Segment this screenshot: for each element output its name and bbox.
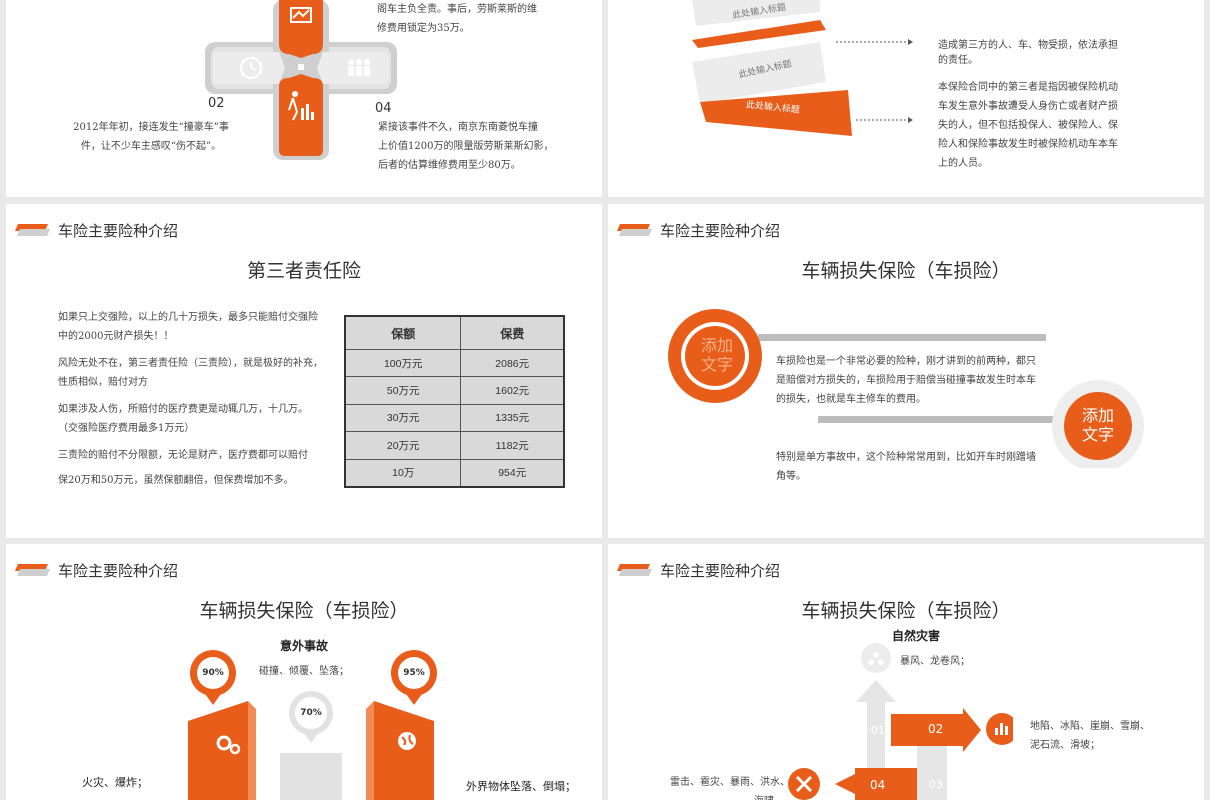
accident-label: 意外事故 (279, 639, 328, 653)
case-04-text: 紧接该事件不久，南京东南菱悦车撞 上价值1200万的限量版劳斯莱斯幻影， 后者的… (378, 122, 554, 171)
slide-vehicle-damage-1[interactable]: 车险主要险种介绍 车辆损失保险（车损险） 添加文字 添加文字 车损险也是一个非常… (608, 204, 1204, 538)
geological-text: 地陷、冰陷、崖崩、雪崩、 泥石流、滑坡； (1030, 721, 1150, 751)
cell-premium: 1602元 (460, 376, 565, 405)
cell-coverage: 50万元 (344, 376, 462, 405)
pin-blocks-diagram (188, 650, 437, 800)
arrow-label-04: 04 (870, 778, 886, 792)
pin-value-center: 70% (300, 708, 322, 718)
arrow-label-01: 01 (871, 724, 885, 737)
cell-coverage: 20万元 (344, 431, 462, 460)
circle-label-right: 添加文字 (1081, 406, 1114, 444)
section-header: 车险主要险种介绍 (58, 222, 179, 240)
definition-note-2: 本保险合同中的第三者是指因被保险机动 车发生意外事故遭受人身伤亡或者财产损 失的… (938, 82, 1118, 169)
cell-coverage: 10万 (344, 458, 462, 488)
header-logo-icon (617, 224, 652, 236)
cell-premium: 954元 (460, 458, 565, 488)
weather-text: 雷击、雹灾、暴雨、洪水、 海啸 (670, 777, 790, 800)
dotted-connectors (836, 39, 913, 123)
slide-title: 车辆损失保险（车损险） (199, 600, 409, 622)
column-header-premium: 保费 (460, 315, 565, 350)
damage-text-1: 车损险也是一个非常必要的险种，刚才讲到的前两种，都只 是赔偿对方损失的，车损险用… (776, 356, 1036, 405)
pin-value-left: 90% (202, 668, 224, 678)
cell-premium: 2086元 (460, 348, 565, 378)
cell-coverage: 100万元 (344, 348, 462, 378)
slide-title: 车辆损失保险（车损险） (801, 600, 1011, 622)
slide-third-party-definition[interactable]: 此处输入标题 此处输入标题 此处输入标题 造成第三方的人、车、物受损，依法承担 … (608, 0, 1204, 197)
cell-premium: 1182元 (460, 431, 565, 460)
natural-disaster-label: 自然灾害 (892, 629, 941, 643)
liability-paragraphs: 如果只上交强险，以上的几十万损失，最多只能赔付交强险中的2000元财产损失！！ … (58, 312, 323, 486)
case-02-text: 2012年年初，接连发生“撞豪车”事 件，让不少车主感叹“伤不起”。 (73, 122, 229, 152)
table-header-row: 保额 保费 (344, 315, 565, 350)
cell-premium: 1335元 (460, 403, 565, 433)
section-header: 车险主要险种介绍 (660, 222, 781, 240)
falling-label: 外界物体坠落、倒塌； (466, 780, 576, 793)
slide-vehicle-damage-3[interactable]: 车险主要险种介绍 车辆损失保险（车损险） 自然灾害 01 02 03 04 暴风… (608, 544, 1204, 800)
arrow-label-02: 02 (928, 722, 944, 736)
column-header-coverage: 保额 (344, 315, 462, 350)
slide-case-studies[interactable]: 阁车主负全责。事后，劳斯莱斯的维 修费用锁定为35万。 02 2012年年初，接… (6, 0, 602, 197)
arrows-diagram (788, 643, 1013, 800)
accident-detail: 碰撞、倾覆、坠落； (259, 666, 349, 677)
circle-bars-diagram (668, 309, 1144, 468)
definition-note-1: 造成第三方的人、车、物受损，依法承担 的责任。 (938, 40, 1118, 66)
case-03-text: 阁车主负全责。事后，劳斯莱斯的维 修费用锁定为35万。 (377, 4, 537, 34)
fire-label: 火灾、爆炸； (82, 776, 148, 789)
slide-third-party-liability[interactable]: 车险主要险种介绍 第三者责任险 如果只上交强险，以上的几十万损失，最多只能赔付交… (6, 204, 602, 538)
header-logo-icon (15, 564, 50, 576)
pin-value-right: 95% (403, 668, 425, 678)
damage-text-2: 特别是单方事故中，这个险种常常用到，比如开车时刚蹭墙 角等。 (776, 452, 1036, 482)
section-header: 车险主要险种介绍 (660, 562, 781, 580)
circle-label-left: 添加文字 (700, 336, 733, 374)
banner-diagram (692, 0, 852, 136)
slide-vehicle-damage-2[interactable]: 车险主要险种介绍 车辆损失保险（车损险） 意外事故 碰撞、倾覆、坠落； 90% … (6, 544, 602, 800)
case-02-number: 02 (208, 96, 225, 111)
header-logo-icon (617, 564, 652, 576)
cross-diagram (205, 0, 397, 160)
arrow-label-03: 03 (929, 778, 943, 791)
storm-text: 暴风、龙卷风； (900, 656, 970, 667)
cell-coverage: 30万元 (344, 403, 462, 433)
slide-title: 第三者责任险 (246, 260, 361, 282)
case-04-number: 04 (375, 101, 392, 116)
slide-title: 车辆损失保险（车损险） (801, 260, 1011, 282)
section-header: 车险主要险种介绍 (58, 562, 179, 580)
header-logo-icon (15, 224, 50, 236)
